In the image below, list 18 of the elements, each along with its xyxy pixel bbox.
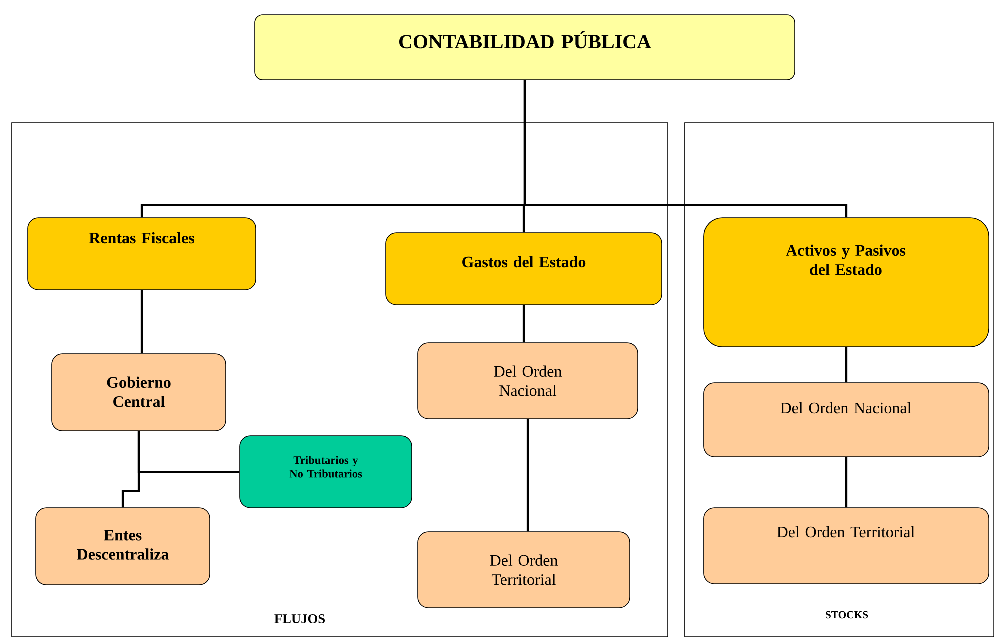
connector (140, 290, 144, 354)
process-box: Del Orden Nacional (418, 342, 638, 420)
connector (845, 457, 848, 508)
category-box: Activos y Pasivos del Estado (704, 218, 990, 348)
category-box: Rentas Fiscales (28, 218, 256, 290)
connector (522, 305, 526, 343)
connector (526, 419, 530, 532)
process-box: Gobierno Central (52, 354, 226, 432)
process-box: Tributarios y No Tributarios (240, 436, 412, 508)
connector (122, 431, 140, 508)
process-box: Del Orden Territorial (704, 508, 990, 584)
connector (845, 347, 848, 383)
process-box: Del Orden Territorial (418, 532, 630, 608)
process-box: Entes Descentraliza (36, 508, 210, 586)
title-box: CONTABILIDAD PÚBLICA (254, 14, 796, 80)
category-box: Gastos del Estado (386, 232, 662, 306)
connector (524, 80, 848, 218)
process-box: Del Orden Nacional (704, 382, 990, 458)
